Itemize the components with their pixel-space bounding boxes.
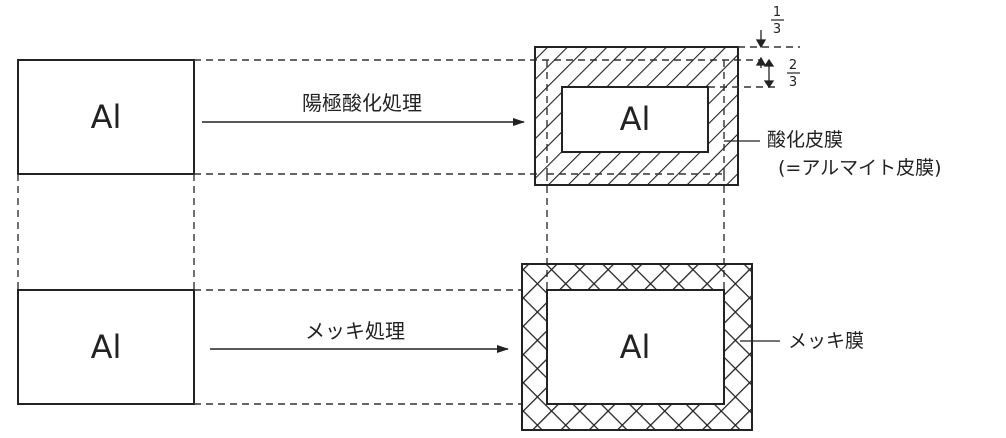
anodized-al-label: Al <box>620 100 651 138</box>
fraction-1-3-denominator: 3 <box>773 22 781 37</box>
plating-film-outline <box>521 263 753 431</box>
oxide-film-sublabel: (=アルマイト皮膜) <box>778 157 942 179</box>
plating-film-label: メッキ膜 <box>788 330 864 352</box>
thickness-outer-arrows <box>755 30 767 68</box>
fraction-one-third: 1 3 <box>771 5 784 37</box>
lower-al-label: Al <box>91 328 122 366</box>
fraction-two-thirds: 2 3 <box>787 58 800 90</box>
lower-row: Al メッキ処理 Al メッキ膜 <box>17 263 864 431</box>
upper-al-block <box>17 59 195 175</box>
oxide-film-hatch <box>535 47 738 185</box>
plating-film-crosshatch <box>522 264 752 430</box>
lower-process-label: メッキ処理 <box>305 319 405 343</box>
upper-al-label: Al <box>91 98 122 136</box>
lower-al-block <box>17 289 195 405</box>
anodized-al-core <box>561 86 709 153</box>
upper-process-label: 陽極酸化処理 <box>302 91 422 115</box>
anodized-block: Al <box>534 46 739 186</box>
plated-al-core <box>546 289 725 405</box>
upper-row: Al 陽極酸化処理 Al <box>17 5 942 186</box>
thickness-inner-arrows <box>763 58 775 89</box>
oxide-film-outline <box>534 46 739 186</box>
fraction-1-3-numerator: 1 <box>773 5 781 20</box>
oxide-film-label: 酸化皮膜 <box>767 129 843 151</box>
fraction-2-3-denominator: 3 <box>789 75 797 90</box>
plated-block: Al <box>521 263 753 431</box>
plated-al-label: Al <box>620 328 651 366</box>
fraction-2-3-numerator: 2 <box>789 58 797 73</box>
